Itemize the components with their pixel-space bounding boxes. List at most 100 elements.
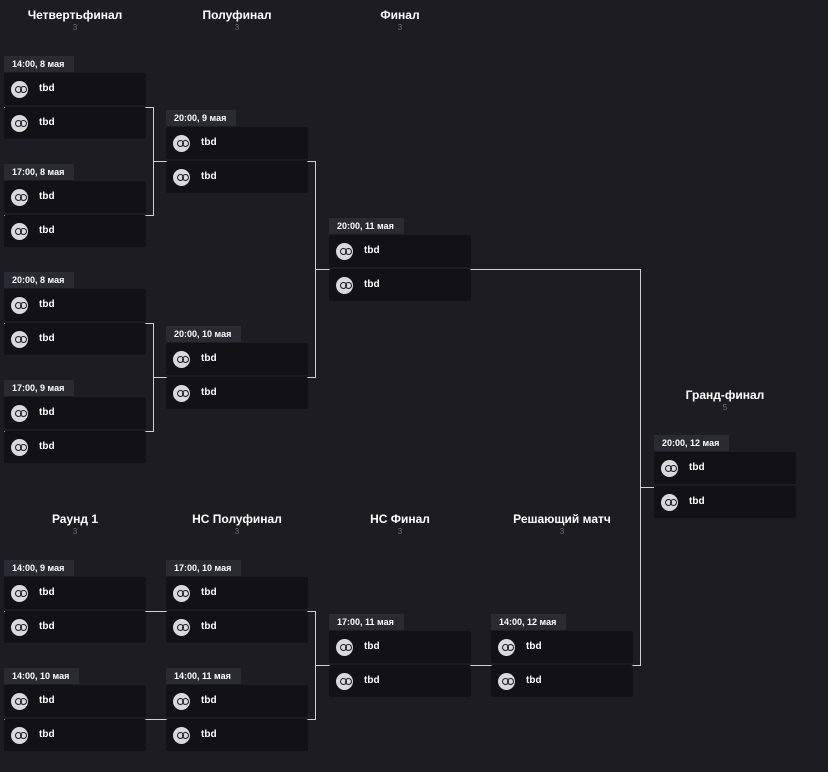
match-time: 14:00, 10 мая [4, 668, 80, 684]
team-slot-b[interactable]: tbd [166, 611, 308, 643]
team-placeholder-icon [11, 189, 28, 206]
match-time: 20:00, 11 мая [329, 218, 404, 234]
team-name: tbd [689, 496, 705, 507]
team-name: tbd [39, 407, 55, 418]
team-slot-b[interactable]: tbd [491, 665, 633, 697]
team-slot-b[interactable]: tbd [4, 107, 146, 139]
round-header-decider: Решающий матч 3 [487, 512, 637, 538]
team-placeholder-icon [11, 297, 28, 314]
team-slot-b[interactable]: tbd [4, 323, 146, 355]
team-placeholder-icon [11, 585, 28, 602]
team-placeholder-icon [11, 619, 28, 636]
round-title: Решающий матч [513, 512, 611, 526]
team-placeholder-icon [498, 639, 515, 656]
team-name: tbd [39, 695, 55, 706]
team-slot-b[interactable]: tbd [166, 161, 308, 193]
team-slot-a[interactable]: tbd [654, 452, 796, 484]
team-slot-b[interactable]: tbd [654, 486, 796, 518]
team-name: tbd [39, 299, 55, 310]
match-time: 17:00, 8 мая [4, 164, 75, 180]
team-placeholder-icon [11, 405, 28, 422]
round-match-count: 3 [397, 23, 403, 32]
team-slot-a[interactable]: tbd [166, 685, 308, 717]
team-placeholder-icon [173, 693, 190, 710]
team-slot-a[interactable]: tbd [166, 343, 308, 375]
round-title: Полуфинал [202, 8, 272, 22]
team-slot-b[interactable]: tbd [329, 665, 471, 697]
team-slot-b[interactable]: tbd [166, 719, 308, 751]
team-slot-a[interactable]: tbd [4, 577, 146, 609]
team-name: tbd [364, 641, 380, 652]
round-match-count: 3 [234, 23, 240, 32]
team-name: tbd [526, 675, 542, 686]
round-header-round-1: Раунд 1 3 [0, 512, 150, 538]
team-name: tbd [201, 587, 217, 598]
team-placeholder-icon [498, 673, 515, 690]
team-slot-a[interactable]: tbd [4, 685, 146, 717]
team-name: tbd [39, 333, 55, 344]
round-header-grand-final: Гранд-финал 5 [650, 388, 800, 414]
team-name: tbd [39, 225, 55, 236]
team-slot-a[interactable]: tbd [4, 397, 146, 429]
team-placeholder-icon [11, 439, 28, 456]
team-slot-b[interactable]: tbd [329, 269, 471, 301]
match-time: 14:00, 11 мая [166, 668, 241, 684]
team-name: tbd [39, 191, 55, 202]
team-name: tbd [201, 729, 217, 740]
team-placeholder-icon [173, 169, 190, 186]
team-placeholder-icon [336, 673, 353, 690]
match-time: 17:00, 9 мая [4, 380, 75, 396]
team-placeholder-icon [11, 331, 28, 348]
team-placeholder-icon [173, 135, 190, 152]
round-match-count: 3 [397, 527, 403, 536]
bracket-connector [4, 611, 316, 612]
team-slot-a[interactable]: tbd [4, 73, 146, 105]
team-name: tbd [39, 83, 55, 94]
round-title: НС Полуфинал [192, 512, 282, 526]
team-slot-a[interactable]: tbd [4, 181, 146, 213]
team-name: tbd [39, 441, 55, 452]
bracket-connector [315, 269, 641, 270]
team-placeholder-icon [336, 243, 353, 260]
round-match-count: 3 [559, 527, 565, 536]
match-time: 20:00, 9 мая [166, 110, 237, 126]
round-header-final: Финал 3 [325, 8, 475, 34]
team-placeholder-icon [11, 693, 28, 710]
round-header-quarterfinal: Четвертьфинал 3 [0, 8, 150, 34]
team-name: tbd [526, 641, 542, 652]
team-slot-b[interactable]: tbd [4, 611, 146, 643]
team-slot-a[interactable]: tbd [491, 631, 633, 663]
team-placeholder-icon [11, 223, 28, 240]
team-slot-a[interactable]: tbd [166, 577, 308, 609]
team-placeholder-icon [173, 585, 190, 602]
team-placeholder-icon [661, 460, 678, 477]
team-slot-b[interactable]: tbd [4, 431, 146, 463]
team-placeholder-icon [11, 115, 28, 132]
round-header-lower-final: НС Финал 3 [325, 512, 475, 538]
team-placeholder-icon [336, 277, 353, 294]
round-header-lower-semifinal: НС Полуфинал 3 [162, 512, 312, 538]
team-name: tbd [39, 587, 55, 598]
round-match-count: 3 [72, 23, 78, 32]
team-slot-a[interactable]: tbd [329, 235, 471, 267]
round-title: Гранд-финал [685, 388, 765, 402]
round-header-semifinal: Полуфинал 3 [162, 8, 312, 34]
team-slot-a[interactable]: tbd [4, 289, 146, 321]
team-name: tbd [201, 353, 217, 364]
team-slot-b[interactable]: tbd [4, 215, 146, 247]
team-slot-b[interactable]: tbd [4, 719, 146, 751]
round-title: Четвертьфинал [27, 8, 123, 22]
team-slot-b[interactable]: tbd [166, 377, 308, 409]
match-time: 14:00, 9 мая [4, 560, 75, 576]
team-placeholder-icon [11, 727, 28, 744]
team-name: tbd [364, 279, 380, 290]
bracket-connector [315, 665, 641, 666]
match-time: 14:00, 8 мая [4, 56, 75, 72]
team-slot-a[interactable]: tbd [166, 127, 308, 159]
bracket-connector [4, 719, 316, 720]
round-match-count: 3 [234, 527, 240, 536]
team-name: tbd [201, 621, 217, 632]
team-name: tbd [201, 137, 217, 148]
team-placeholder-icon [11, 81, 28, 98]
team-slot-a[interactable]: tbd [329, 631, 471, 663]
